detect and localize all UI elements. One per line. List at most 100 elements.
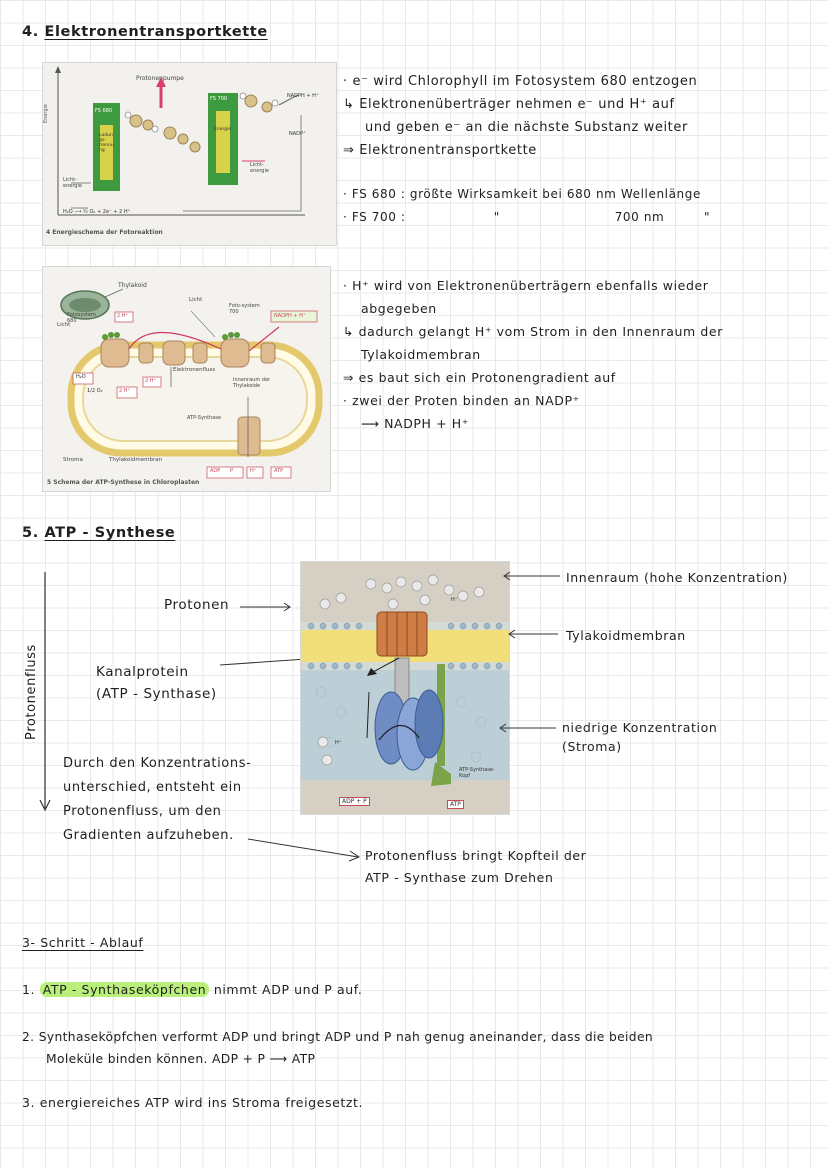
label-adp: ADP [210,468,221,474]
label-atp: ATP [274,468,284,474]
label-thylakoid: Thylakoid [118,282,147,289]
highlight-atp-synthasekoepfchen: ATP - Synthaseköpfchen [39,982,210,997]
label-2h-c: 2 H⁺ [119,388,131,394]
konzentration-text: Durch den Konzentrations- unterschied, e… [63,752,251,848]
figure-energieschema: Protonenpumpe FS 680 FS 700 Ladungs-tren… [42,62,337,246]
label-kanalprotein: Kanalprotein (ATP - Synthase) [96,661,217,705]
axis-energie: Energie [43,103,49,123]
section-number: 5. [22,525,39,541]
step-item-3: 3. energiereiches ATP wird ins Stroma fr… [22,1095,363,1110]
arrow-kopfteil [247,838,361,862]
note-line: ⇒ es baut sich ein Protonengradient auf [343,370,616,385]
protonenfluss-label: Protonenfluss [24,644,39,740]
fig-hplus-top: H⁺ [451,597,458,603]
label-lichtenergie-right: Licht-energie [250,162,269,174]
label-tylakoidmembran: Tylakoidmembran [566,628,686,643]
label-2h-b: 2 H⁺ [145,378,157,384]
figure-atp-synthese-chloroplast: Thylakoid Licht Licht Fotosystem 680 Fot… [42,266,331,492]
kopf-note-line: ATP - Synthase zum Drehen [365,870,554,885]
figure-atp-synthase: H⁺ H⁺ ATP-Synthase-Kopf ADP + P ATP [300,561,510,815]
konzentration-line: Durch den Konzentrations- [63,756,252,771]
label-fs700: FS 700 [210,96,228,102]
note-line: · FS 680 : größte Wirksamkeit bei 680 nm… [343,187,701,201]
label-lichtenergie-left: Licht-energie [63,177,82,189]
label-fotosystem-700: Foto-system 700 [229,303,260,315]
section-title: ATP - Synthese [44,525,176,541]
protonenfluss-arrow [39,572,51,812]
step-item-1: 1. ATP - Synthaseköpfchen nimmt ADP und … [22,982,362,997]
label-hplus: H⁺ [250,468,257,474]
step-text: Moleküle binden können. ADP + P ⟶ ATP [46,1052,316,1066]
energieschema-diagram [55,66,305,216]
atp-synthase-diagram [301,562,509,814]
arrow-protonen [240,602,291,612]
label-licht-left: Licht [57,322,71,328]
note-line: abgegeben [361,301,437,316]
label-fotosystem-680: Fotosystem 680 [67,312,96,324]
label-licht-top: Licht [189,297,203,303]
step-item-2: 2. Synthaseköpfchen verformt ADP und bri… [22,1026,653,1070]
kanalprotein-line: Kanalprotein [96,664,189,680]
label-fs680: FS 680 [95,108,113,114]
fig-atp-label: ATP [447,800,464,809]
label-innenraum: Innenraum (hohe Konzentration) [566,570,788,585]
step-number: 1. [22,982,36,997]
label-protonenpumpe: Protonenpumpe [136,75,184,82]
step-text: energiereiches ATP wird ins Stroma freig… [39,1095,364,1110]
label-ladungstrennung: Ladungs-trennung [99,133,114,153]
notes-elektronentransport: · e⁻ wird Chlorophyll im Fotosystem 680 … [343,70,697,162]
label-nadph-box: NADPH + H⁺ [274,313,306,319]
label-thylakoidmembran: Thylakoidmembran [109,457,163,463]
label-h2o: H₂O [76,374,86,380]
label-innenraum-thylakoide: Innenraum der Thylakoide [233,377,271,389]
kopf-note-line: Protonenfluss bringt Kopfteil der [365,848,587,863]
konzentration-line: Protonenfluss, um den [63,804,222,819]
label-protonen: Protonen [164,597,230,613]
label-equation: H₂O ⟶ ½ O₂ + 2e⁻ + 2 H⁺ [63,209,131,215]
note-line: ⇒ Elektronentransportkette [343,143,537,158]
niedrig-line: niedrige Konzentration [562,720,718,735]
fig-kopf-label: ATP-Synthase-Kopf [459,767,495,779]
note-line: ↳ dadurch gelangt H⁺ vom Strom in den In… [343,324,723,339]
konzentration-line: Gradienten aufzuheben. [63,828,234,843]
note-line: ↳ Elektronenüberträger nehmen e⁻ und H⁺ … [343,97,675,112]
label-elektronenfluss: Elektronenfluss [173,367,216,373]
label-energie: Energie [214,127,232,132]
figure-2-caption: 5 Schema der ATP-Synthese in Chloroplast… [47,479,200,486]
step-text: Synthaseköpfchen verformt ADP und bringt… [38,1030,654,1044]
section-5-heading: 5. ATP - Synthese [22,525,175,541]
note-line: ⟶ NADPH + H⁺ [361,416,469,431]
arrow-innenraum [503,571,560,581]
label-p: P [230,468,234,474]
konzentration-line: unterschied, entsteht ein [63,780,242,795]
kanalprotein-line: (ATP - Synthase) [96,686,217,702]
arrow-niedrig [499,723,556,733]
chloroplast-diagram [60,288,323,479]
section-number: 4. [22,24,39,40]
step3-title: 3- Schritt - Ablauf [22,935,144,950]
label-nadph: NADPH + H⁺ [287,93,319,99]
label-atp-synthase: ATP-Synthase [187,415,221,421]
note-line: · FS 700 : " 700 nm " [343,210,711,224]
section-title: Elektronentransportkette [44,24,268,40]
fig-hplus-left: H⁺ [335,740,342,746]
section-4-heading: 4. Elektronentransportkette [22,24,268,40]
label-stroma: Stroma [63,457,83,463]
kopf-note: Protonenfluss bringt Kopfteil der ATP - … [365,845,586,889]
note-line: · zwei der Proten binden an NADP⁺ [343,393,580,408]
label-niedrige-konzentration: niedrige Konzentration (Stroma) [562,718,717,756]
note-line: und geben e⁻ an die nächste Substanz wei… [365,120,688,135]
label-o2: 1/2 O₂ [87,388,103,394]
label-2h-a: 2 H⁺ [117,313,129,319]
label-nadp: NADP⁺ [289,131,306,137]
notes-fotosysteme: · FS 680 : größte Wirksamkeit bei 680 nm… [343,183,710,229]
step-number: 3. [22,1095,36,1110]
step-number: 2. [22,1030,35,1044]
note-line: · H⁺ wird von Elektronenüberträgern eben… [343,278,709,293]
figure-1-caption: 4 Energieschema der Fotoreaktion [46,229,163,236]
fig-adp-label: ADP + P [339,797,370,806]
note-line: Tylakoidmembran [361,347,481,362]
note-line: · e⁻ wird Chlorophyll im Fotosystem 680 … [343,74,698,89]
niedrig-line: (Stroma) [562,739,622,754]
step-text: nimmt ADP und P auf. [209,982,363,997]
